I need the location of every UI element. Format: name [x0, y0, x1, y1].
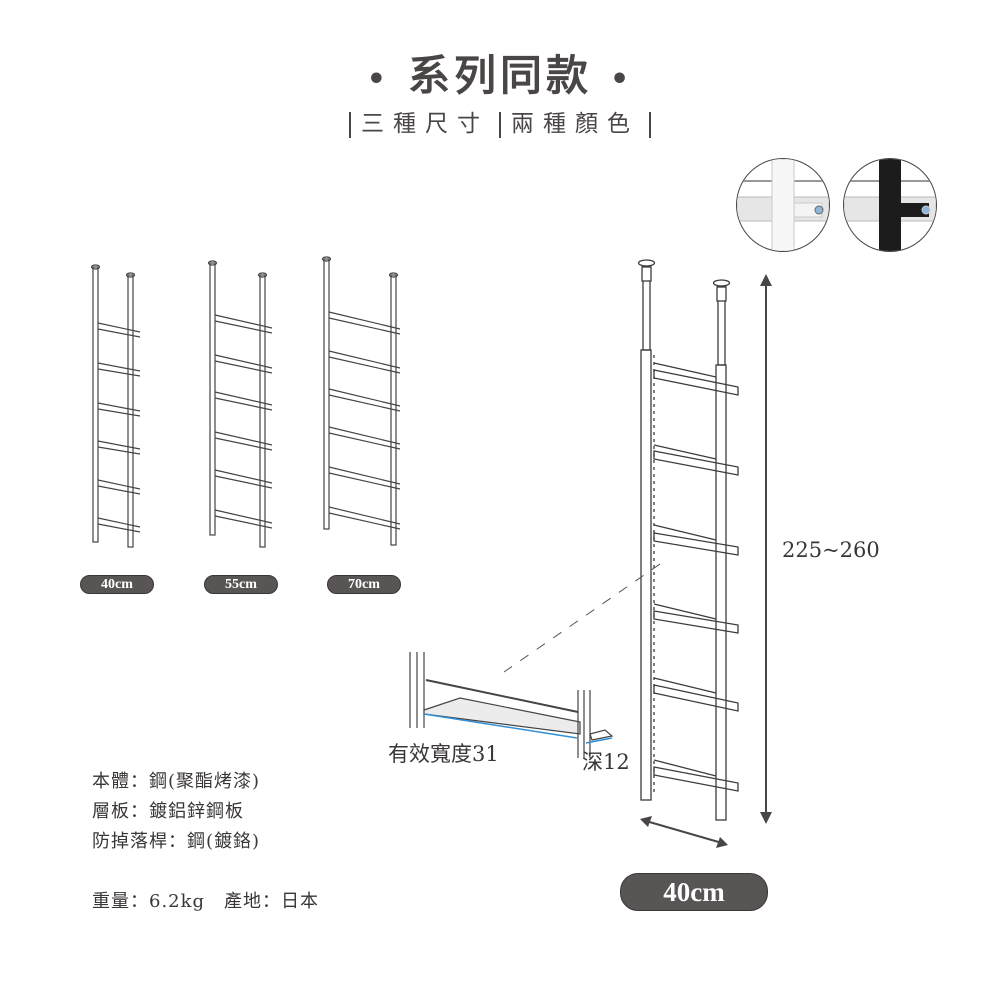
size-pill-70cm: 70cm [327, 575, 401, 594]
height-label: 225~260 [782, 538, 880, 562]
depth-label: 深12 [582, 750, 630, 774]
main-width-pill: 40cm [620, 873, 768, 911]
title-text: 系列同款 [407, 51, 592, 100]
black-frame-closeup-icon [844, 159, 936, 251]
height-arrow-icon [760, 274, 772, 824]
page-title: • 系列同款 • [0, 42, 1000, 103]
title-bullet-left: • [366, 61, 390, 97]
size-pill-55cm: 55cm [204, 575, 278, 594]
main-rack-shelves [653, 362, 739, 792]
size-pill-40cm: 40cm [80, 575, 154, 594]
color-option-white [736, 158, 830, 252]
rack-40cm-icon [90, 264, 141, 548]
effective-width-label: 有效寬度31 [388, 742, 499, 766]
divider [349, 111, 351, 138]
size-variant-illustrations [90, 256, 401, 548]
subtitle-sizes: 三種尺寸 [361, 111, 489, 137]
width-arrow-icon [640, 816, 728, 848]
white-frame-closeup-icon [737, 159, 829, 251]
subtitle-colors: 兩種顏色 [511, 111, 639, 137]
spec-shelf-material: 層板：鍍鋁鋅鋼板 [92, 801, 244, 822]
rack-55cm-icon [207, 260, 273, 548]
spec-body-material: 本體：鋼(聚酯烤漆) [92, 771, 261, 792]
spec-rail-material: 防掉落桿：鋼(鍍鉻) [92, 831, 261, 852]
color-option-black [843, 158, 937, 252]
page-subtitle: 三種尺寸兩種顏色 [0, 104, 1000, 138]
dimension-highlight [423, 713, 613, 744]
rack-70cm-icon [321, 256, 401, 546]
divider [649, 111, 651, 138]
spec-weight-origin: 重量：6.2kg 產地：日本 [92, 891, 320, 912]
divider [499, 111, 501, 138]
shelf-detail-illustration [409, 652, 614, 758]
title-bullet-right: • [610, 61, 634, 97]
main-rack-illustration [637, 259, 739, 821]
